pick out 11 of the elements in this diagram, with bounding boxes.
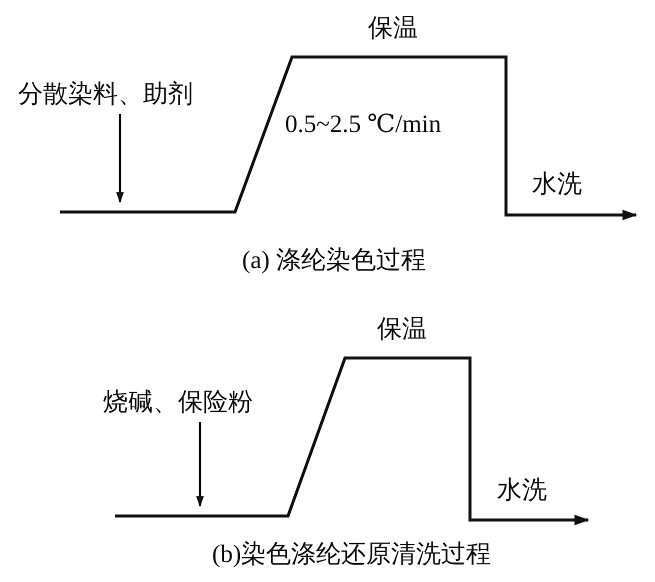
hold-label: 保温 <box>368 14 418 44</box>
arrow <box>196 422 204 508</box>
reagent-label: 烧碱、保险粉 <box>103 388 253 418</box>
reagent-label: 分散染料、助剂 <box>18 80 193 110</box>
wash-label: 水洗 <box>532 170 582 200</box>
wash-label: 水洗 <box>497 476 547 506</box>
figure-caption: (a) 涤纶染色过程 <box>242 246 426 276</box>
arrow <box>116 114 124 204</box>
hold-label: 保温 <box>377 315 427 345</box>
figure-caption: (b)染色涤纶还原清洗过程 <box>212 540 492 570</box>
rate-label: 0.5~2.5 ℃/min <box>285 110 442 140</box>
